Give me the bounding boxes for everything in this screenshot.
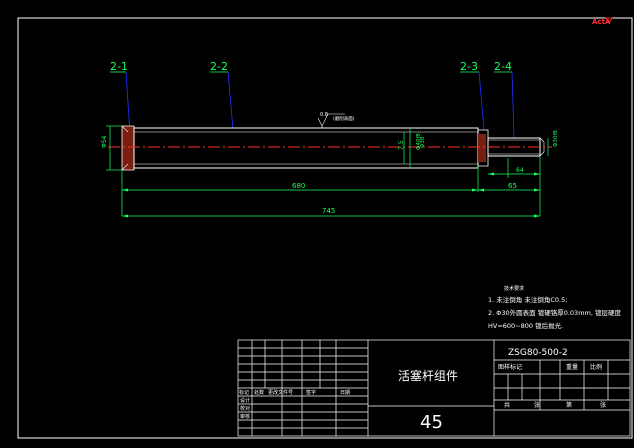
tech-note-line-2: 2. Φ30外圆表面 镀硬铬厚0.03mm, 镀层硬度: [488, 308, 621, 317]
dim-diameter-left: Φ54: [101, 135, 108, 148]
tech-note-line-3: HV=600~800 镀后抛光.: [488, 321, 563, 330]
tech-note-line-1: 1. 未注倒角 未注倒角C0.5;: [488, 295, 567, 304]
drawing-frame: [17, 17, 633, 439]
roughness-note: (磨削表面): [333, 115, 355, 122]
sheet-total-label: 共: [504, 401, 510, 409]
material: 45: [420, 412, 443, 433]
rev-header-sign: 签字: [306, 389, 316, 396]
scale-label: 比例: [590, 363, 602, 371]
dim-64: 64: [516, 167, 524, 174]
tech-notes-title: 技术要求: [504, 285, 524, 292]
label-2-1: 2-1: [110, 60, 128, 73]
technical-notes: 技术要求 1. 未注倒角 未注倒角C0.5; 2. Φ30外圆表面 镀硬铬厚0.…: [488, 285, 621, 330]
corner-arrow-icon: [605, 17, 613, 24]
drawing-number: ZSG80-500-2: [508, 348, 568, 358]
dim-inner-diameter-2: Φ38: [420, 136, 426, 148]
dim-inner-diameter: Φ40f8: [416, 133, 422, 150]
piston-rod-outline: [121, 125, 545, 171]
part-name: 活塞杆组件: [398, 368, 458, 383]
designer-label: 设计: [240, 397, 250, 404]
stage-label: 图样标记: [498, 363, 522, 371]
dimension-lines: [106, 125, 549, 217]
sheet-of-label: 第: [566, 401, 572, 409]
roughness-value: 0.8: [320, 112, 328, 118]
part-labels: 2-1 2-2 2-3 2-4: [110, 60, 515, 139]
dim-65: 65: [508, 182, 517, 190]
pages-label: 张: [534, 401, 540, 409]
title-block-grid: [237, 339, 631, 437]
rev-header-date: 日期: [340, 390, 350, 396]
weight-label: 重量: [566, 363, 578, 371]
rev-header-mark: 标记: [239, 389, 249, 396]
dimension-arrows: [122, 172, 540, 218]
rev-header-doc: 更改文件号: [268, 389, 293, 396]
dim-7-5: 7.5: [398, 140, 405, 150]
label-2-3: 2-3: [460, 60, 478, 73]
dim-rod-diameter: Φ30f8: [553, 130, 559, 147]
dim-745: 745: [322, 207, 335, 215]
roughness-symbol: 0.8 (磨削表面): [317, 112, 355, 128]
dim-680: 680: [292, 182, 305, 190]
rev-header-count: 处数: [254, 389, 264, 396]
label-2-4: 2-4: [494, 60, 512, 73]
pages-label-2: 张: [600, 401, 606, 409]
corner-logo: ActA: [592, 18, 611, 26]
label-2-2: 2-2: [210, 60, 228, 73]
approver-label: 审核: [240, 413, 250, 420]
checker-label: 校对: [240, 405, 250, 412]
